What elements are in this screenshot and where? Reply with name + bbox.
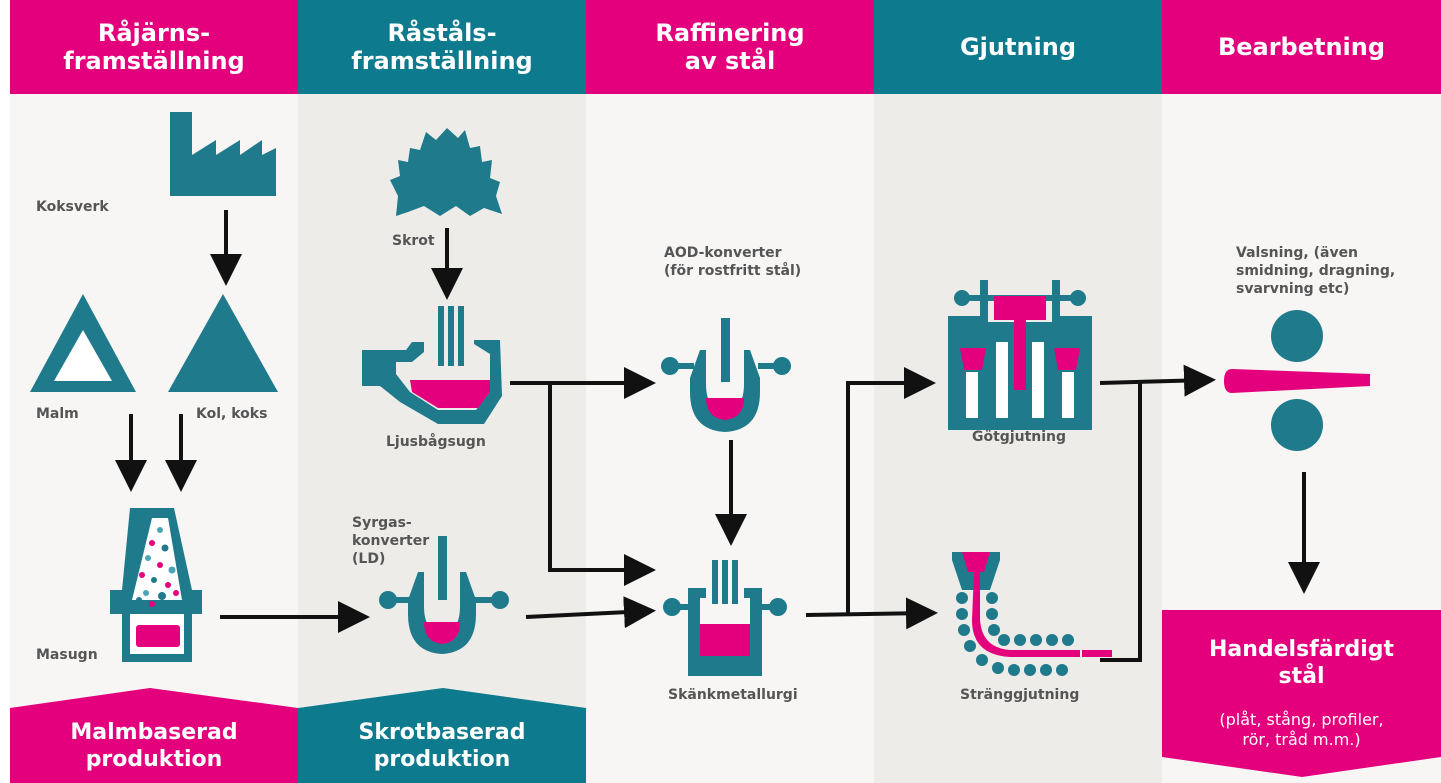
label-stranggjutning: Stränggjutning [960, 687, 1080, 703]
stranggjutning-icon [952, 552, 1112, 676]
skrot-icon [390, 128, 502, 216]
handelsfardigt-banner [1162, 610, 1441, 777]
label-aod-konverter: AOD-konverter (för rostfritt stål) [664, 245, 802, 279]
skrotbaserad-produktion: Skrotbaserad produktion [358, 720, 526, 772]
syrgaskonverter-icon [379, 536, 509, 654]
kol-koks-icon [168, 294, 278, 392]
label-koksverk: Koksverk [36, 199, 109, 215]
flow-arrows [115, 210, 1320, 662]
valsning-icon [1224, 310, 1370, 451]
label-skrot: Skrot [392, 233, 435, 249]
ljusbagsugn-icon [362, 306, 502, 424]
label-malm: Malm [36, 406, 79, 422]
stage-header-rajarn: Råjärns- framställning [10, 0, 298, 94]
handelsfardigt-examples: (plåt, stång, profiler, rör, tråd m.m.) [1219, 710, 1384, 749]
stage-header-rastal: Råståls- framställning [298, 0, 586, 94]
skankmetallurgi-icon [663, 560, 787, 676]
aod-konverter-icon [661, 318, 791, 432]
label-kol-koks: Kol, koks [196, 406, 268, 422]
stage-header-gjutning: Gjutning [874, 0, 1162, 94]
label-syrgaskonverter: Syrgas- konverter (LD) [352, 515, 430, 567]
label-skankmetallurgi: Skänkmetallurgi [668, 687, 798, 703]
factory-icon [170, 112, 276, 196]
label-valsning: Valsning, (även smidning, dragning, svar… [1236, 245, 1396, 297]
masugn-icon [110, 508, 202, 662]
malm-icon [30, 294, 136, 392]
gotgjutning-icon [948, 280, 1092, 430]
malmbaserad-banner [10, 688, 298, 783]
skrotbaserad-banner [298, 688, 586, 783]
label-masugn: Masugn [36, 647, 98, 663]
handelsfardigt-stal: Handelsfärdigt stål [1208, 637, 1395, 689]
label-ljusbagsugn: Ljusbågsugn [386, 434, 486, 450]
label-gotgjutning: Götgjutning [972, 429, 1067, 445]
stage-header-raffinering: Raffinering av stål [586, 0, 874, 94]
malmbaserad-produktion: Malmbaserad produktion [70, 720, 238, 772]
stage-header-bearbetning: Bearbetning [1162, 0, 1441, 94]
